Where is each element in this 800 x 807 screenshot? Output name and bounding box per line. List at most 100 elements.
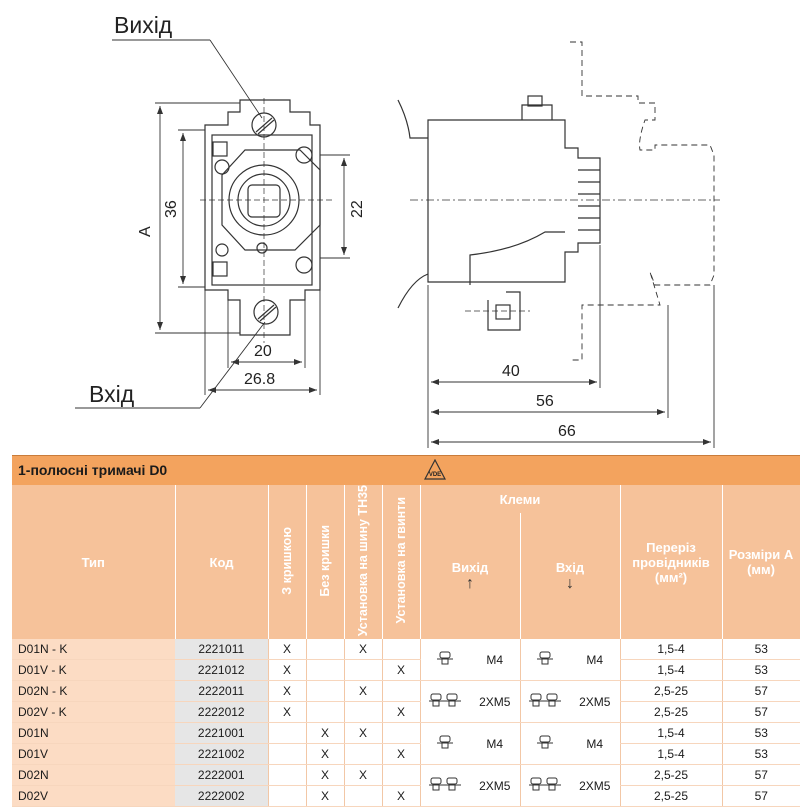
- cell-screws: X: [381, 659, 420, 682]
- col-no-cover-header: Без кришки: [306, 485, 345, 640]
- cell-no-cover: [305, 659, 344, 682]
- cell-section: 2,5-25: [619, 764, 723, 787]
- cell-in-terminal: 2XM5: [570, 680, 621, 724]
- cell-code: 2222012: [175, 701, 268, 724]
- col-section-header: Переріз провідників (мм²): [620, 485, 723, 640]
- terminal-double-icon: [429, 777, 462, 791]
- arrow-up-icon: ↑: [466, 574, 474, 592]
- technical-drawing: Вихід Вхід A 36 22 20 26.8 40 56 66: [75, 12, 720, 448]
- dim-36-label: 36: [163, 200, 180, 218]
- cell-code: 2222001: [175, 764, 268, 787]
- cell-size: 57: [721, 764, 800, 787]
- cell-type: D01V - K: [12, 659, 175, 682]
- cell-out-terminal: 2XM5: [470, 764, 520, 807]
- cell-rail: X: [343, 639, 382, 661]
- cell-type: D02N - K: [12, 680, 175, 703]
- in-header-label: Вхід: [555, 559, 585, 575]
- cell-rail: [343, 701, 382, 724]
- cell-out-terminal: M4: [470, 639, 520, 682]
- holders-table: Тип Код З кришкою Без кришки Установка н…: [12, 485, 800, 807]
- socket-flange: [221, 149, 321, 251]
- cell-out-terminal: 2XM5: [470, 680, 520, 724]
- front-view-outline: [204, 99, 321, 336]
- cell-no-cover: X: [305, 743, 344, 766]
- cell-rail: X: [343, 764, 382, 787]
- cell-out-icon: [419, 639, 470, 682]
- cell-with-cover: [267, 722, 306, 745]
- cell-screws: [381, 680, 420, 703]
- cell-code: 2222011: [175, 680, 268, 703]
- cell-section: 1,5-4: [619, 659, 723, 682]
- cell-type: D01N - K: [12, 639, 175, 661]
- cell-type: D01V: [12, 743, 175, 766]
- dim-26-8-label: 26.8: [244, 371, 275, 388]
- cell-screws: X: [381, 743, 420, 766]
- cell-type: D01N: [12, 722, 175, 745]
- table-title-bar: 1-полюсні тримачі D0 VDE: [12, 455, 800, 485]
- cell-with-cover: X: [267, 659, 306, 682]
- cell-with-cover: [267, 785, 306, 807]
- label-out: Вихід: [114, 12, 173, 38]
- cell-section: 1,5-4: [619, 743, 723, 766]
- dim-40-label: 40: [502, 363, 520, 380]
- cell-in-icon: [519, 722, 570, 766]
- cell-no-cover: [305, 680, 344, 703]
- col-type-header: Тип: [12, 485, 176, 640]
- col-with-cover-header: З кришкою: [268, 485, 307, 640]
- cell-code: 2221012: [175, 659, 268, 682]
- cell-in-terminal: 2XM5: [570, 764, 621, 807]
- col-rail-header: Установка на шину ТН35: [344, 485, 383, 640]
- terminal-single-icon: [437, 735, 454, 749]
- cell-in-icon: [519, 764, 570, 807]
- cell-screws: [381, 639, 420, 661]
- col-code-header: Код: [175, 485, 269, 640]
- cell-rail: [343, 743, 382, 766]
- dim-66-label: 66: [558, 423, 576, 440]
- cell-code: 2221011: [175, 639, 268, 661]
- cell-screws: X: [381, 785, 420, 807]
- cell-section: 1,5-4: [619, 722, 723, 745]
- cell-code: 2222002: [175, 785, 268, 807]
- cell-with-cover: X: [267, 701, 306, 724]
- cell-rail: [343, 659, 382, 682]
- cell-size: 57: [721, 785, 800, 807]
- terminal-double-icon: [529, 777, 562, 791]
- dim-22-label: 22: [349, 200, 366, 218]
- cell-in-terminal: M4: [570, 722, 621, 766]
- cell-section: 1,5-4: [619, 639, 723, 661]
- cell-no-cover: [305, 701, 344, 724]
- cell-in-icon: [519, 680, 570, 724]
- dim-56-label: 56: [536, 393, 554, 410]
- cell-no-cover: X: [305, 722, 344, 745]
- cell-out-icon: [419, 764, 470, 807]
- table-title: 1-полюсні тримачі D0: [18, 462, 168, 478]
- cell-out-terminal: M4: [470, 722, 520, 766]
- cell-rail: [343, 785, 382, 807]
- cell-screws: [381, 722, 420, 745]
- col-size-header: Розміри А (мм): [722, 485, 800, 640]
- cell-in-icon: [519, 639, 570, 682]
- terminal-single-icon: [537, 651, 554, 665]
- cell-rail: X: [343, 680, 382, 703]
- out-header-label: Вихід: [451, 559, 489, 575]
- cell-screws: X: [381, 701, 420, 724]
- cell-type: D02V: [12, 785, 175, 807]
- terminal-single-icon: [437, 651, 454, 665]
- svg-text:VDE: VDE: [429, 472, 441, 478]
- cell-no-cover: X: [305, 785, 344, 807]
- cell-with-cover: X: [267, 639, 306, 661]
- col-screws-header: Установка на гвинти: [382, 485, 421, 640]
- dim-20-label: 20: [254, 343, 272, 360]
- bottom-screw-icon: [253, 299, 279, 325]
- cell-with-cover: [267, 743, 306, 766]
- cell-type: D02N: [12, 764, 175, 787]
- cell-section: 2,5-25: [619, 680, 723, 703]
- cell-size: 57: [721, 701, 800, 724]
